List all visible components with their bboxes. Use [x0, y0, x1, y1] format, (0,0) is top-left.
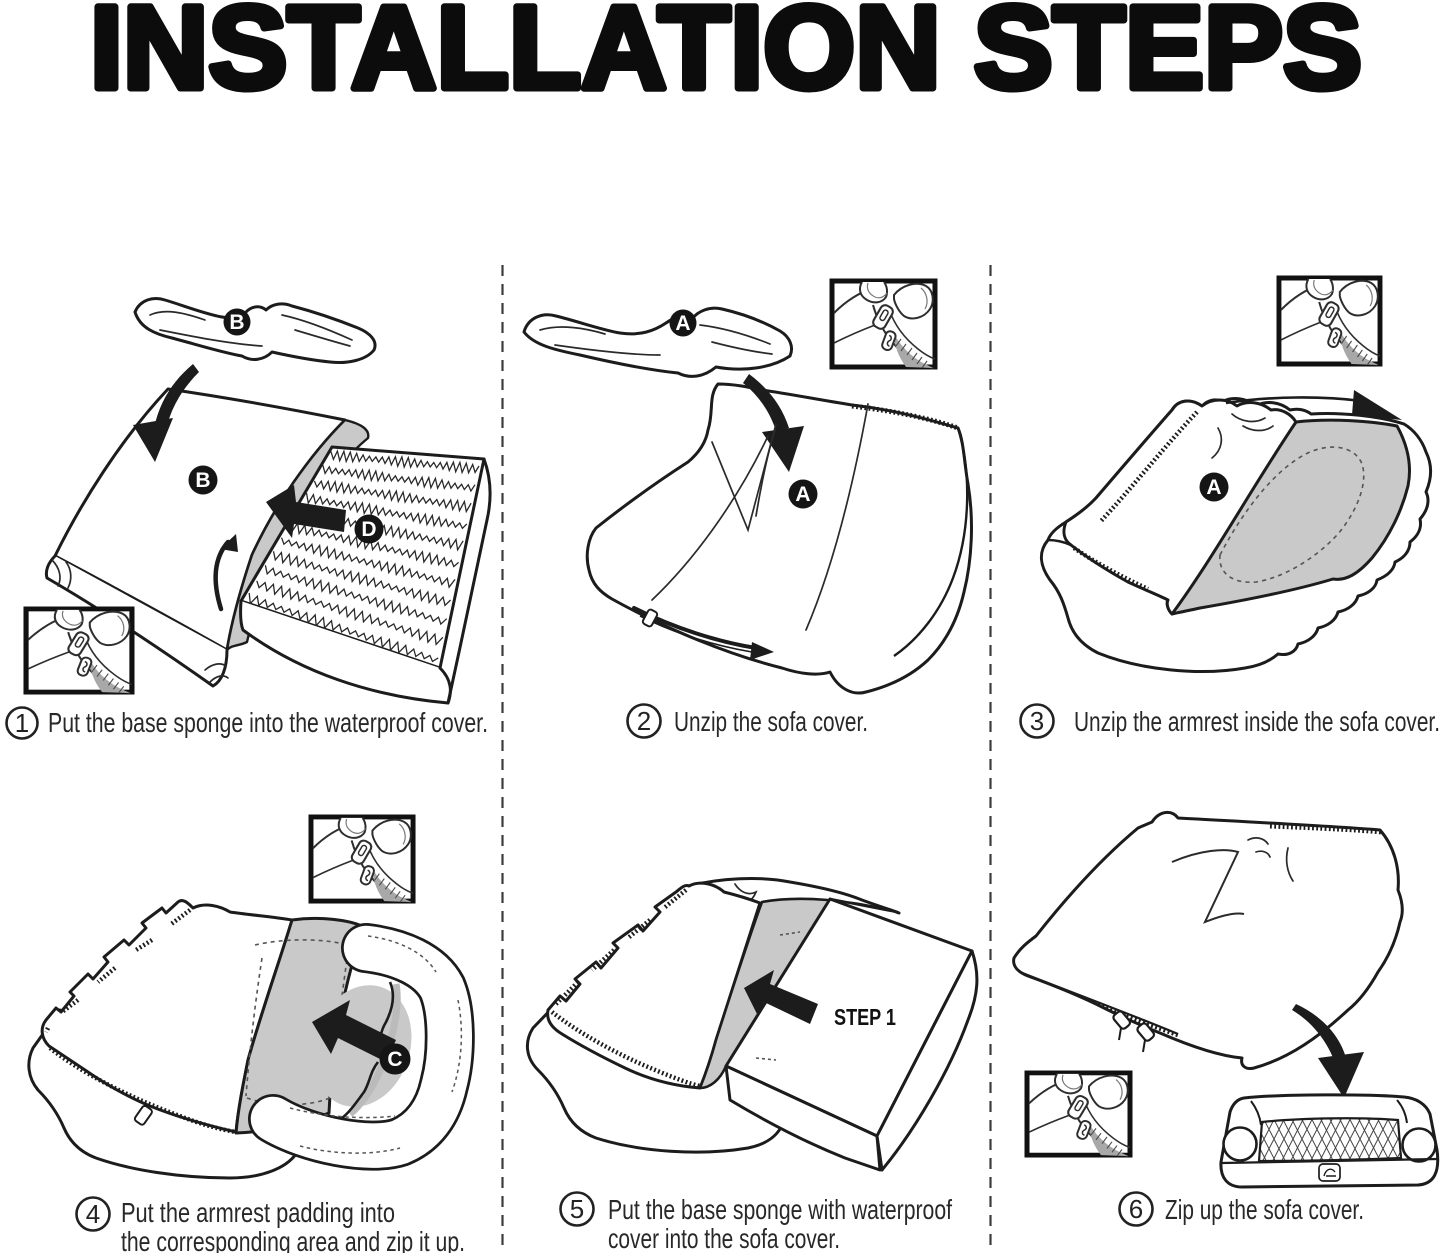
svg-text:STEP 1: STEP 1: [834, 1004, 896, 1030]
svg-text:6: 6: [1129, 1194, 1143, 1224]
svg-text:A: A: [795, 483, 810, 506]
svg-text:the corresponding area and zip: the corresponding area and zip it up.: [121, 1226, 465, 1253]
svg-text:D: D: [361, 518, 376, 541]
svg-text:Put the base sponge into the w: Put the base sponge into the waterproof …: [48, 707, 488, 738]
svg-text:B: B: [229, 311, 244, 334]
svg-text:5: 5: [570, 1194, 584, 1224]
svg-text:A: A: [675, 312, 690, 335]
svg-text:Put the base sponge with water: Put the base sponge with waterproof: [608, 1194, 952, 1225]
svg-text:2: 2: [637, 706, 651, 736]
svg-text:Put the armrest padding into: Put the armrest padding into: [121, 1197, 395, 1228]
svg-text:cover into the sofa cover.: cover into the sofa cover.: [608, 1223, 840, 1253]
svg-text:A: A: [1206, 476, 1221, 499]
svg-text:Unzip the sofa cover.: Unzip the sofa cover.: [674, 706, 868, 737]
svg-text:C: C: [387, 1048, 402, 1071]
svg-text:B: B: [195, 469, 210, 492]
svg-text:Unzip the armrest inside the s: Unzip the armrest inside the sofa cover.: [1074, 706, 1440, 737]
svg-text:1: 1: [15, 708, 29, 738]
svg-text:Zip up the sofa cover.: Zip up the sofa cover.: [1165, 1194, 1364, 1225]
svg-text:INSTALLATION STEPS: INSTALLATION STEPS: [90, 0, 1362, 114]
svg-text:4: 4: [86, 1199, 100, 1229]
svg-text:3: 3: [1030, 706, 1044, 736]
